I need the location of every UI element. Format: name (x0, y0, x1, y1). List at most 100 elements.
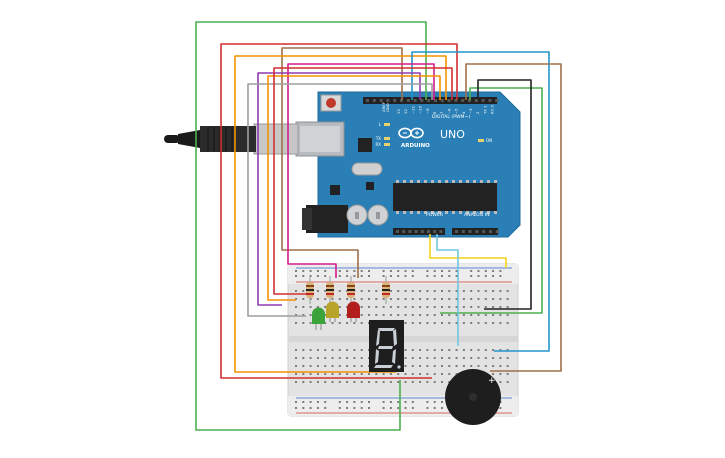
breadboard-hole (324, 381, 327, 383)
breadboard-hole (455, 306, 458, 308)
header-hole (468, 99, 471, 102)
breadboard-hole (360, 357, 363, 359)
header-hole (420, 99, 424, 102)
breadboard-hole (397, 373, 400, 375)
breadboard-hole (309, 373, 312, 375)
breadboard-hole (316, 357, 319, 359)
breadboard-hole (302, 306, 305, 308)
breadboard-hole (441, 357, 443, 359)
analog-header (452, 228, 498, 235)
breadboard-hole (499, 322, 502, 324)
chip-pin (473, 180, 476, 183)
breadboard-hole (295, 322, 297, 324)
led-on-indicator (478, 139, 484, 142)
breadboard-hole (389, 290, 392, 292)
reset-button-cap[interactable] (326, 98, 336, 108)
breadboard-hole (455, 290, 458, 292)
breadboard-hole (338, 407, 341, 409)
digital-pin-label: ~10 (418, 105, 423, 114)
breadboard-hole (455, 298, 458, 300)
breadboard-hole (484, 290, 487, 292)
power-jack-front (302, 208, 312, 230)
breadboard-hole (441, 314, 443, 316)
header-hole (427, 230, 430, 233)
usb-chip (358, 138, 372, 152)
header-hole (393, 99, 397, 102)
breadboard-hole (302, 365, 305, 367)
breadboard-hole (353, 373, 356, 375)
breadboard-hole (368, 381, 370, 383)
wire-red-inner (273, 67, 453, 295)
on-label: ON (486, 138, 492, 143)
led-tx-indicator (384, 137, 390, 140)
bottom-header-holes (396, 230, 499, 233)
breadboard-hole (331, 365, 334, 367)
breadboard-hole (353, 275, 356, 277)
breadboard-hole (455, 314, 458, 316)
breadboard-hole (462, 349, 465, 351)
breadboard-hole (426, 322, 429, 324)
breadboard-hole (492, 349, 495, 351)
breadboard-hole (426, 349, 429, 351)
chip-pin (403, 211, 406, 214)
chip-pin (396, 211, 399, 214)
wire-black (477, 79, 532, 310)
digital-pin-label: 12 (403, 109, 408, 114)
wire-yellow (429, 234, 507, 268)
header-hole (440, 99, 444, 102)
breadboard-hole (404, 298, 407, 300)
breadboard-hole (397, 298, 400, 300)
breadboard-hole (470, 357, 473, 359)
usb-strain-relief (178, 130, 200, 148)
breadboard-hole (411, 290, 414, 292)
breadboard-hole (448, 275, 451, 277)
breadboard-hole (455, 275, 458, 277)
regulator-chip (330, 185, 340, 195)
breadboard-hole (433, 381, 436, 383)
breadboard-hole (506, 357, 509, 359)
breadboard-hole (404, 401, 407, 403)
gnd-label: GND (385, 103, 390, 112)
breadboard-hole (324, 306, 327, 308)
breadboard-hole (499, 298, 502, 300)
breadboard-hole (441, 290, 443, 292)
header-hole (439, 230, 443, 233)
breadboard-hole (360, 401, 363, 403)
wire-green-outer (195, 21, 427, 431)
breadboard-hole (346, 373, 349, 375)
breadboard-hole (368, 373, 370, 375)
chip-pin (494, 180, 497, 183)
breadboard-hole (411, 298, 414, 300)
breadboard-hole (404, 290, 407, 292)
breadboard-hole (499, 373, 502, 375)
breadboard-hole (433, 322, 436, 324)
breadboard-hole (324, 298, 327, 300)
breadboard-hole (448, 357, 451, 359)
breadboard-hole (441, 270, 443, 272)
breadboard-hole (470, 314, 473, 316)
breadboard-hole (338, 322, 341, 324)
digital-pin-label: ~5 (454, 108, 459, 114)
chip-pin (459, 180, 462, 183)
usb-port-inner (300, 126, 340, 152)
breadboard-hole (404, 365, 407, 367)
breadboard-hole (477, 298, 480, 300)
breadboard-hole (389, 298, 392, 300)
breadboard-hole (309, 407, 312, 409)
header-hole (461, 230, 465, 233)
breadboard-hole (338, 401, 341, 403)
breadboard-hole (360, 365, 363, 367)
breadboard-hole (346, 381, 349, 383)
breadboard-hole (389, 381, 392, 383)
breadboard-hole (433, 275, 436, 277)
chip-pin (438, 180, 441, 183)
segment-dp (397, 365, 401, 369)
header-hole (413, 99, 417, 102)
breadboard-hole (346, 270, 349, 272)
breadboard-hole (492, 306, 495, 308)
breadboard-hole (499, 306, 502, 308)
power-label: POWER (426, 212, 444, 218)
header-hole (400, 99, 403, 102)
breadboard-hole (441, 298, 443, 300)
